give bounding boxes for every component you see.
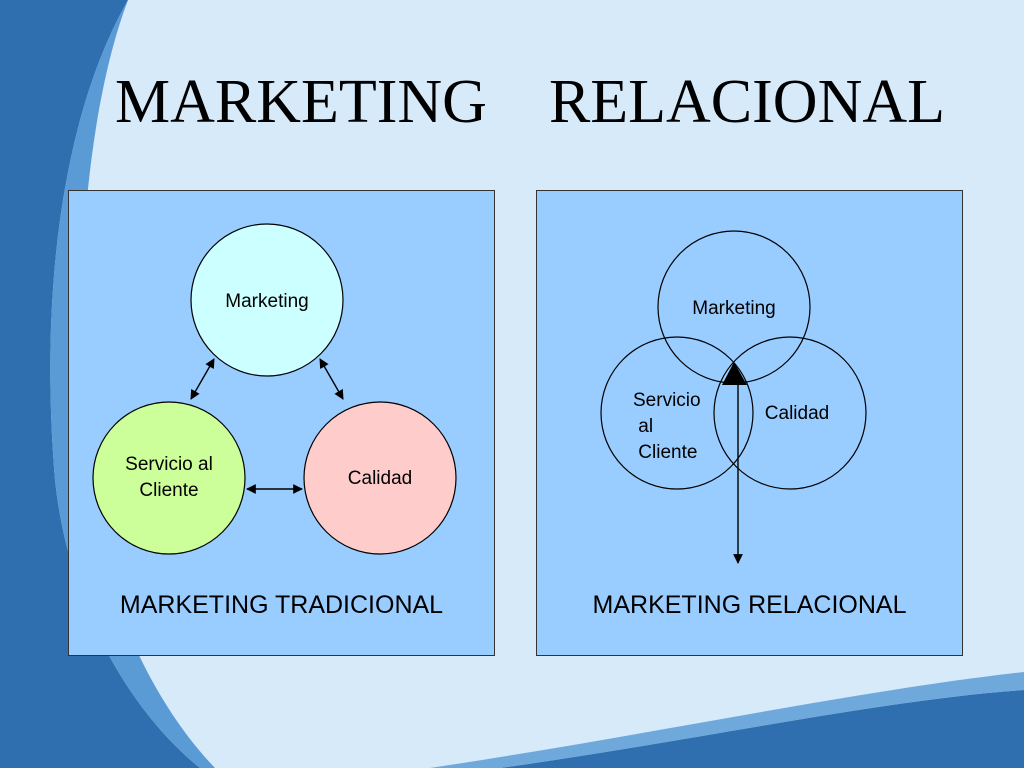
servicio-label: Servicio al Cliente xyxy=(633,390,701,463)
arrow-marketing-servicio xyxy=(190,358,215,400)
relational-caption: MARKETING RELACIONAL xyxy=(592,591,907,619)
left-swoosh xyxy=(0,0,200,768)
calidad-circle xyxy=(303,401,457,555)
bottom-swoosh-highlight xyxy=(430,672,1024,768)
servicio-circle xyxy=(92,401,246,555)
marketing-circle xyxy=(190,223,344,377)
calidad-label: Calidad xyxy=(347,468,413,489)
calidad-label: Calidad xyxy=(764,403,830,424)
servicio-label: Servicio al Cliente xyxy=(125,454,213,501)
arrow-marketing-calidad xyxy=(319,358,344,400)
relational-diagram xyxy=(600,230,867,564)
marketing-label: Marketing xyxy=(692,298,776,319)
bottom-swoosh xyxy=(500,690,1024,768)
marketing-label: Marketing xyxy=(225,291,309,312)
slide-title: MARKETING RELACIONAL xyxy=(114,68,946,136)
intersection-triangle xyxy=(722,362,747,385)
servicio-circle xyxy=(600,336,754,490)
traditional-diagram xyxy=(92,223,457,555)
traditional-marketing-panel: Marketing Servicio al Cliente Calidad MA… xyxy=(68,190,495,656)
calidad-circle xyxy=(713,336,867,490)
traditional-caption: MARKETING TRADICIONAL xyxy=(119,591,444,619)
relational-marketing-panel: Marketing Servicio al Cliente Calidad MA… xyxy=(536,190,963,656)
